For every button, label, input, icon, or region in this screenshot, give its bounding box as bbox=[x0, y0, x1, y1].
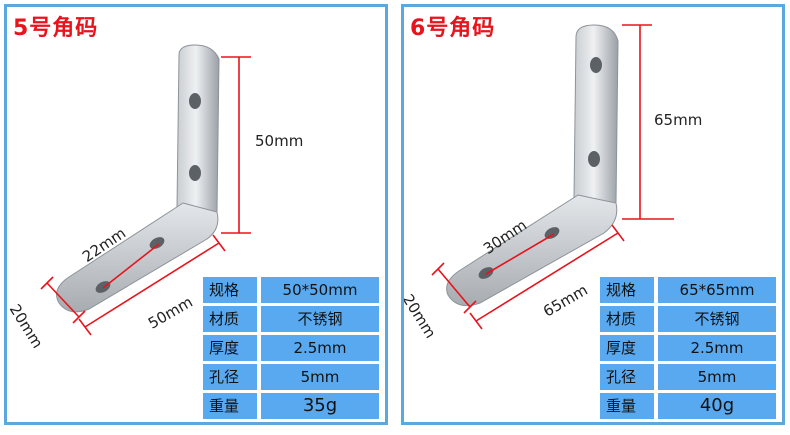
height-dimension-label: 50mm bbox=[255, 132, 304, 150]
panel-title: 5号角码 bbox=[13, 16, 99, 41]
bracket-panel-6: 6号角码 65mm 30mm 65mm 20mm 规格 65*65mm 材质 不… bbox=[401, 4, 785, 425]
spec-value: 2.5mm bbox=[261, 335, 379, 361]
height-dimension-label: 65mm bbox=[654, 111, 703, 129]
spec-key: 孔径 bbox=[203, 364, 257, 390]
spec-value: 65*65mm bbox=[658, 277, 776, 303]
bracket-5-illustration bbox=[40, 44, 251, 336]
spec-key: 规格 bbox=[600, 277, 654, 303]
spec-value: 不锈钢 bbox=[261, 306, 379, 332]
spec-value: 5mm bbox=[261, 364, 379, 390]
spec-key: 重量 bbox=[203, 393, 257, 419]
spec-key: 材质 bbox=[203, 306, 257, 332]
spec-value: 40g bbox=[658, 393, 776, 419]
bracket-6-illustration bbox=[431, 24, 674, 330]
spec-value: 50*50mm bbox=[261, 277, 379, 303]
spec-value: 2.5mm bbox=[658, 335, 776, 361]
dimension-lines bbox=[40, 56, 251, 336]
spec-key: 规格 bbox=[203, 277, 257, 303]
spec-key: 厚度 bbox=[203, 335, 257, 361]
spec-value: 不锈钢 bbox=[658, 306, 776, 332]
spec-key: 厚度 bbox=[600, 335, 654, 361]
spec-value: 35g bbox=[261, 393, 379, 419]
spec-key: 重量 bbox=[600, 393, 654, 419]
spec-key: 材质 bbox=[600, 306, 654, 332]
spec-table: 规格 65*65mm 材质 不锈钢 厚度 2.5mm 孔径 5mm 重量 40g bbox=[600, 277, 776, 419]
bracket-panel-5: 5号角码 50mm 22mm 50mm 20mm 规格 50*50mm 材质 不… bbox=[4, 4, 388, 425]
spec-key: 孔径 bbox=[600, 364, 654, 390]
spec-value: 5mm bbox=[658, 364, 776, 390]
dimension-lines bbox=[431, 24, 674, 330]
spec-table: 规格 50*50mm 材质 不锈钢 厚度 2.5mm 孔径 5mm 重量 35g bbox=[203, 277, 379, 419]
panel-title: 6号角码 bbox=[410, 16, 496, 41]
